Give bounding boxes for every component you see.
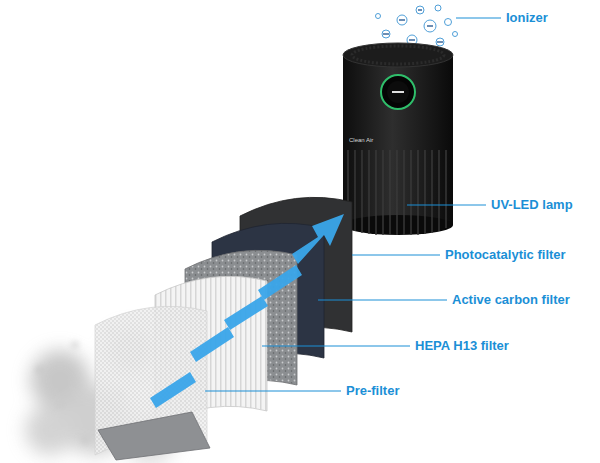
part-label: Active carbon filter xyxy=(452,292,570,308)
part-label: UV-LED lamp xyxy=(491,197,573,213)
part-label: Photocatalytic filter xyxy=(445,247,566,263)
part-label: HEPA H13 filter xyxy=(415,338,509,354)
part-label: Ionizer xyxy=(506,10,548,26)
brand-logo: Clean Air xyxy=(349,137,373,144)
part-label: Pre-filter xyxy=(346,383,399,399)
